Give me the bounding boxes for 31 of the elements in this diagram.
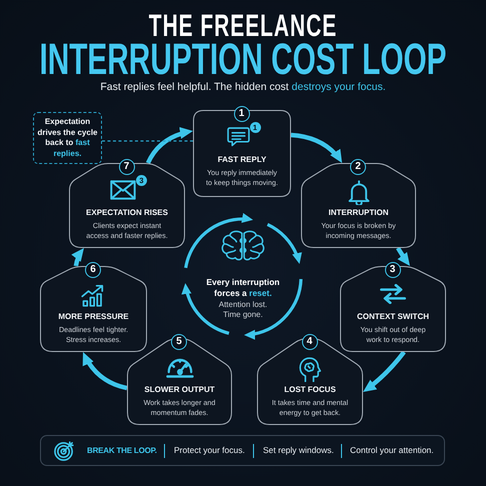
subtitle: Fast replies feel helpful. The hidden cost destroys your focus. — [100, 81, 386, 94]
center-note: Attention lost. Time gone. — [218, 300, 268, 320]
step-title: LOST FOCUS — [284, 384, 336, 395]
callout-note: Expectation drives the cycle back to fast replies. — [33, 112, 102, 164]
flow-arrow — [80, 351, 128, 390]
flow-arrow — [71, 246, 86, 266]
tip-text: Protect your focus. — [174, 445, 245, 456]
leader-line — [102, 140, 193, 142]
flow-arrow — [290, 132, 344, 164]
title: THE FREELANCE INTERRUPTION COST LOOP — [39, 11, 447, 80]
step-number: 3 — [384, 262, 400, 278]
step-number: 6 — [85, 262, 101, 278]
step-title: INTERRUPTION — [328, 207, 388, 218]
step-title: CONTEXT SWITCH — [357, 311, 429, 322]
tip-text: Set reply windows. — [263, 445, 334, 456]
flow-arrow — [396, 246, 412, 268]
tip-text: Control your attention. — [350, 445, 434, 456]
step-number: 2 — [350, 159, 366, 175]
step-title: EXPECTATION RISES — [86, 207, 168, 218]
step-number: 1 — [234, 106, 250, 122]
flow-arrow — [146, 127, 194, 164]
flow-arrow — [362, 350, 406, 394]
action-bar — [40, 435, 445, 466]
step-number: 7 — [118, 159, 134, 175]
step-title: FAST REPLY — [218, 154, 266, 165]
step-title: SLOWER OUTPUT — [144, 384, 215, 395]
step-number: 4 — [302, 334, 318, 350]
action-heading: BREAK THE LOOP. — [87, 445, 157, 456]
step-title: MORE PRESSURE — [58, 311, 129, 322]
center-message: Every interruption forces a reset. — [205, 277, 281, 299]
step-number: 5 — [171, 334, 187, 350]
